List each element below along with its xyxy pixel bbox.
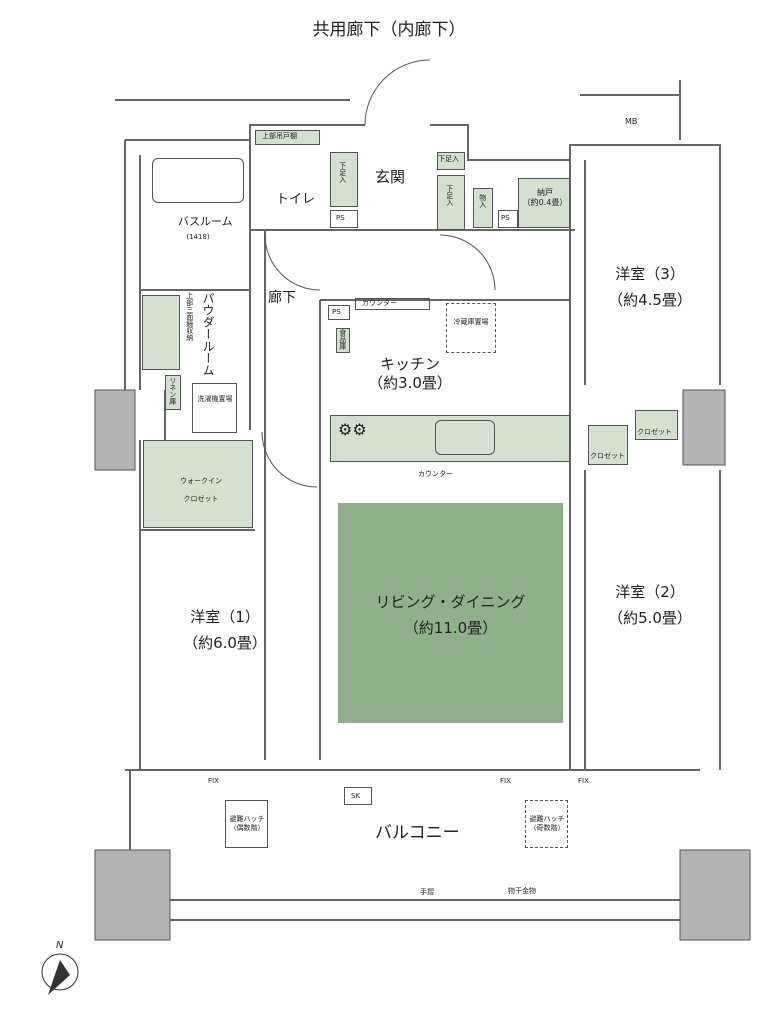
counter-bottom-label: カウンター bbox=[418, 470, 453, 478]
pantry-label: 食品庫 bbox=[338, 329, 347, 350]
sink-icon bbox=[435, 420, 495, 455]
ps-1: PS bbox=[336, 214, 345, 222]
shoe-cabinet-1: 下足入 bbox=[338, 162, 347, 183]
top-cabinet-label: 上部吊戸棚 bbox=[262, 132, 297, 140]
living-dining-label: リビング・ダイニング（約11.0畳） bbox=[375, 593, 526, 637]
room-2-label: 洋室（2）（約5.0畳） bbox=[608, 583, 692, 627]
sk-label: SK bbox=[351, 792, 361, 800]
storage-label: 物入 bbox=[478, 194, 487, 208]
fix-window-1: FIX bbox=[208, 777, 219, 785]
hatch-even-label: 避難ハッチ（偶数階） bbox=[229, 815, 265, 832]
walk-in-closet-label: ウォークインクロゼット bbox=[180, 477, 222, 503]
mb-label: MB bbox=[625, 117, 638, 126]
toilet-label: トイレ bbox=[276, 192, 316, 207]
ps-3: PS bbox=[332, 308, 341, 316]
common-corridor-title: 共用廊下（内廊下） bbox=[312, 20, 466, 40]
stove-icon: ⚙⚙ bbox=[338, 420, 367, 439]
closet-room2-label: クロゼット bbox=[590, 452, 625, 460]
counter-top-label: カウンター bbox=[362, 299, 397, 307]
balcony-label: バルコニー bbox=[375, 823, 460, 843]
hallway-label: 廊下 bbox=[268, 290, 296, 306]
north-label: N bbox=[56, 940, 64, 951]
fridge-space-label: 冷蔵庫置場 bbox=[453, 318, 489, 326]
powder-room-label: パウダールーム bbox=[201, 292, 215, 376]
room-3-label: 洋室（3）（約4.5畳） bbox=[608, 265, 692, 309]
compass-needle bbox=[48, 960, 70, 995]
mirror-storage-label: 上部三面鏡収納 bbox=[185, 292, 194, 341]
fix-window-2: FIX bbox=[500, 777, 511, 785]
shoe-cabinet-2: 下足入 bbox=[438, 155, 459, 163]
hatch-odd-label: 避難ハッチ（奇数階） bbox=[529, 815, 565, 832]
handrail-label: 手摺 bbox=[420, 888, 434, 896]
kitchen-label: キッチン（約3.0畳） bbox=[368, 355, 452, 392]
ps-2: PS bbox=[501, 214, 510, 222]
closet-room3-label: クロゼット bbox=[637, 428, 672, 436]
washer-space-label: 洗濯機置場 bbox=[197, 395, 233, 403]
laundry-rail-label: 物干金物 bbox=[508, 887, 536, 895]
linen-label: リネン庫 bbox=[168, 377, 177, 405]
fix-window-3: FIX bbox=[578, 777, 589, 785]
room-1-label: 洋室（1）（約6.0畳） bbox=[183, 608, 267, 652]
closet-small-label: 納戸（約0.4畳） bbox=[522, 188, 568, 207]
shoe-cabinet-3: 下足入 bbox=[445, 185, 454, 206]
living-dining-area bbox=[338, 503, 563, 723]
bathroom-label: バスルーム(1418) bbox=[178, 215, 233, 241]
entrance-label: 玄関 bbox=[375, 168, 406, 186]
